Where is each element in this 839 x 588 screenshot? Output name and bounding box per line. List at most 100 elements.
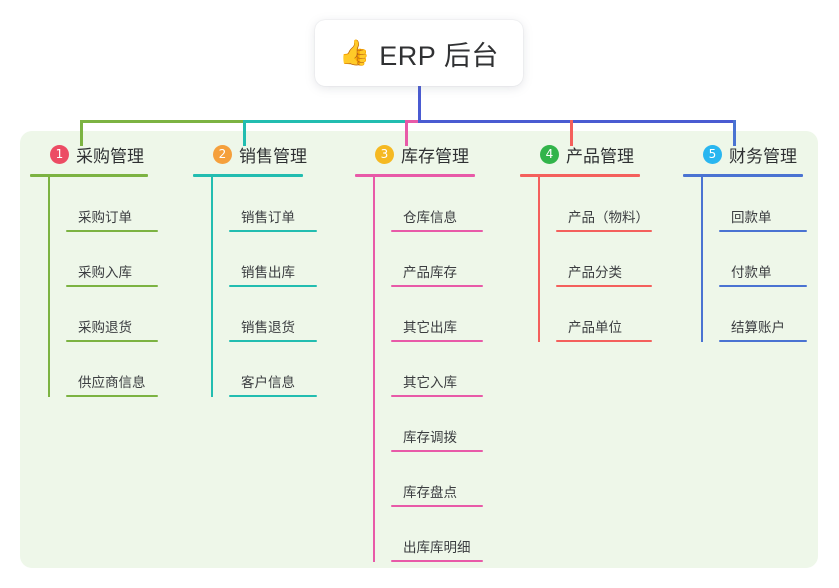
leaf-item-underline (66, 340, 158, 342)
leaf-item-underline (229, 230, 317, 232)
trunk-line (418, 86, 421, 123)
column-underline (355, 174, 475, 177)
leaf-item-underline (66, 395, 158, 397)
column-underline (193, 174, 303, 177)
leaf-item-underline (556, 285, 652, 287)
leaf-item[interactable]: 结算账户 (719, 287, 823, 342)
leaf-item[interactable]: 库存盘点 (391, 452, 515, 507)
leaf-item-underline (391, 395, 483, 397)
leaf-item[interactable]: 销售订单 (229, 177, 343, 232)
leaf-item[interactable]: 销售出库 (229, 232, 343, 287)
leaf-item-label: 采购退货 (78, 320, 132, 335)
leaf-item[interactable]: 库存调拨 (391, 397, 515, 452)
leaf-item-underline (719, 285, 807, 287)
column-spine-line (211, 177, 213, 397)
leaf-item-underline (556, 340, 652, 342)
leaf-item[interactable]: 产品（物料） (556, 177, 675, 232)
branch-drop-3 (405, 120, 408, 146)
branches-panel (20, 131, 818, 568)
leaf-item-underline (229, 340, 317, 342)
leaf-item-label: 产品库存 (403, 265, 457, 280)
leaf-item-underline (391, 285, 483, 287)
leaf-item-label: 仓库信息 (403, 210, 457, 225)
column-title: 采购管理 (76, 146, 144, 166)
bus-segment-2 (243, 120, 405, 123)
leaf-item-label: 客户信息 (241, 375, 295, 390)
leaf-item-label: 付款单 (731, 265, 772, 280)
leaf-item[interactable]: 付款单 (719, 232, 823, 287)
column-items: 产品（物料）产品分类产品单位 (520, 177, 675, 342)
column-index-badge: 3 (375, 144, 394, 164)
branch-drop-4 (570, 120, 573, 146)
leaf-item[interactable]: 产品分类 (556, 232, 675, 287)
column-items: 回款单付款单结算账户 (683, 177, 823, 342)
branch-drop-5 (733, 120, 736, 146)
column-title: 财务管理 (729, 146, 797, 166)
column-underline (520, 174, 640, 177)
column-header-3[interactable]: 3 库存管理 (355, 140, 515, 168)
branch-drop-2 (243, 120, 246, 146)
column-title: 销售管理 (239, 146, 307, 166)
column-spine-line (373, 177, 375, 562)
leaf-item-underline (391, 450, 483, 452)
leaf-item[interactable]: 其它出库 (391, 287, 515, 342)
branch-column-3: 3 库存管理仓库信息产品库存其它出库其它入库库存调拨库存盘点出库库明细 (355, 140, 515, 562)
leaf-item-label: 其它入库 (403, 375, 457, 390)
branch-drop-1 (80, 120, 83, 146)
leaf-item[interactable]: 回款单 (719, 177, 823, 232)
leaf-item[interactable]: 供应商信息 (66, 342, 180, 397)
leaf-item-label: 采购订单 (78, 210, 132, 225)
leaf-item[interactable]: 采购入库 (66, 232, 180, 287)
leaf-item-label: 回款单 (731, 210, 772, 225)
leaf-item-label: 销售订单 (241, 210, 295, 225)
column-underline (683, 174, 803, 177)
leaf-item-underline (66, 230, 158, 232)
branch-column-4: 4 产品管理产品（物料）产品分类产品单位 (520, 140, 675, 342)
leaf-item[interactable]: 采购订单 (66, 177, 180, 232)
column-items: 销售订单销售出库销售退货客户信息 (193, 177, 343, 397)
column-index-badge: 1 (50, 144, 69, 164)
column-title: 库存管理 (401, 146, 469, 166)
column-index-badge: 4 (540, 144, 559, 164)
column-header-1[interactable]: 1 采购管理 (30, 140, 180, 168)
leaf-item-label: 其它出库 (403, 320, 457, 335)
bus-segment-1 (80, 120, 243, 123)
column-items: 采购订单采购入库采购退货供应商信息 (30, 177, 180, 397)
column-underline (30, 174, 148, 177)
leaf-item-underline (719, 230, 807, 232)
column-header-2[interactable]: 2 销售管理 (193, 140, 343, 168)
column-title: 产品管理 (566, 146, 634, 166)
leaf-item-underline (391, 340, 483, 342)
leaf-item-label: 结算账户 (731, 320, 785, 335)
branch-column-2: 2 销售管理销售订单销售出库销售退货客户信息 (193, 140, 343, 397)
leaf-item-label: 销售退货 (241, 320, 295, 335)
leaf-item[interactable]: 其它入库 (391, 342, 515, 397)
bus-segment-right (418, 120, 736, 123)
leaf-item[interactable]: 销售退货 (229, 287, 343, 342)
leaf-item-label: 采购入库 (78, 265, 132, 280)
page-title: ERP 后台 (379, 40, 499, 71)
column-items: 仓库信息产品库存其它出库其它入库库存调拨库存盘点出库库明细 (355, 177, 515, 562)
leaf-item-label: 库存盘点 (403, 485, 457, 500)
leaf-item-underline (391, 505, 483, 507)
column-header-4[interactable]: 4 产品管理 (520, 140, 675, 168)
leaf-item-label: 供应商信息 (78, 375, 146, 390)
leaf-item[interactable]: 产品单位 (556, 287, 675, 342)
leaf-item[interactable]: 客户信息 (229, 342, 343, 397)
leaf-item-label: 产品单位 (568, 320, 622, 335)
leaf-item-underline (66, 285, 158, 287)
leaf-item[interactable]: 仓库信息 (391, 177, 515, 232)
leaf-item[interactable]: 出库库明细 (391, 507, 515, 562)
column-index-badge: 2 (213, 144, 232, 164)
leaf-item[interactable]: 产品库存 (391, 232, 515, 287)
leaf-item-underline (229, 395, 317, 397)
root-title-card[interactable]: 👍 ERP 后台 (315, 20, 523, 86)
column-spine-line (538, 177, 540, 342)
leaf-item-underline (229, 285, 317, 287)
branch-column-1: 1 采购管理采购订单采购入库采购退货供应商信息 (30, 140, 180, 397)
bus-segment-3 (405, 120, 421, 123)
leaf-item[interactable]: 采购退货 (66, 287, 180, 342)
leaf-item-label: 销售出库 (241, 265, 295, 280)
